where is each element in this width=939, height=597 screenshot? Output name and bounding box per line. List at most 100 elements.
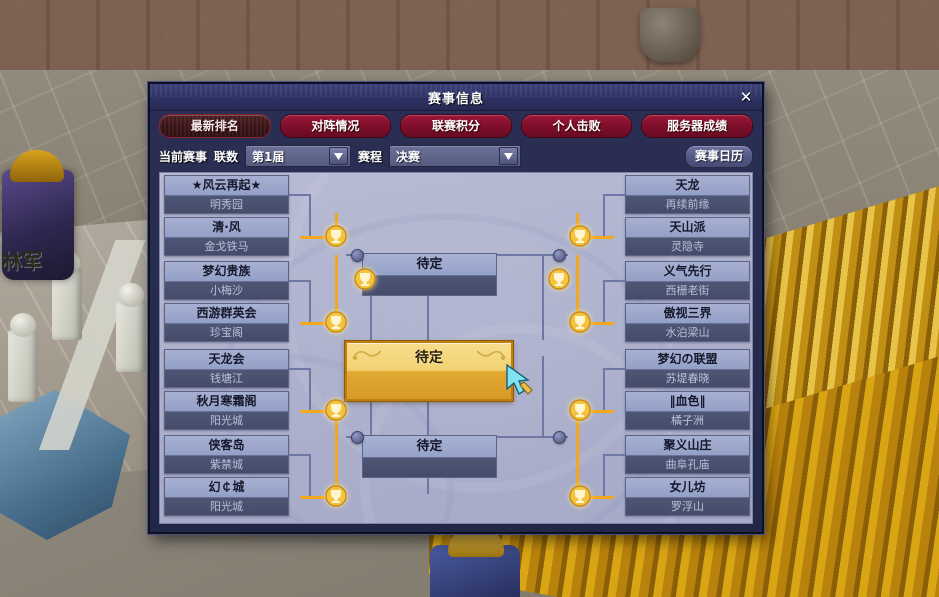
filter-bar: 当前赛事 联数 第1届 赛程 决赛 赛事日历 [150,142,762,170]
trophy-icon [354,268,376,290]
scene-label: 林军 [2,249,42,273]
team-box[interactable]: 天山派 灵隐寺 [625,217,750,256]
league-count-label: 联数 [214,149,239,164]
team-name: ‖血色‖ [626,392,749,412]
trophy-icon [325,225,347,247]
champion-box[interactable]: 待定 [345,341,513,401]
semifinal-top-box[interactable]: 待定 [362,253,497,296]
bracket-line [309,280,311,324]
team-name: 梦幻贵族 [165,262,288,282]
team-name: 天山派 [626,218,749,238]
team-server: 曲阜孔庙 [626,456,749,473]
team-name: 天龙会 [165,350,288,370]
tab-personal-defeats[interactable]: 个人击败 [520,114,633,138]
bracket-line [603,368,625,370]
current-event-label: 当前赛事 [159,149,208,164]
team-box[interactable]: 秋月寒霜阁 阳光城 [164,391,289,430]
team-server: 再续前缘 [626,196,749,213]
schedule-select[interactable]: 决赛 [389,145,522,167]
background-character [2,150,74,280]
team-box[interactable]: 天龙会 钱塘江 [164,349,289,388]
team-name: 天龙 [626,176,749,196]
team-server: 钱塘江 [165,370,288,387]
tab-matchups[interactable]: 对阵情况 [279,114,392,138]
team-box[interactable]: 西游群英会 珍宝阁 [164,303,289,342]
railing-post [8,313,38,402]
window-title: 赛事信息 [427,92,484,107]
background-urn [640,8,700,62]
bracket-line [309,368,311,412]
team-box[interactable]: 侠客岛 紫禁城 [164,435,289,474]
team-name: 义气先行 [626,262,749,282]
bracket-line [309,454,311,498]
league-select[interactable]: 第1届 [245,145,352,167]
bracket-line [309,194,311,238]
team-name: ★风云再起★ [165,176,288,196]
team-server: 紫禁城 [165,456,288,473]
bracket-node [553,431,566,444]
team-box[interactable]: 梦幻贵族 小梅沙 [164,261,289,300]
event-calendar-button[interactable]: 赛事日历 [684,144,753,168]
bracket-line [603,194,625,196]
semifinal-bottom-box[interactable]: 待定 [362,435,497,478]
team-name: 傲视三界 [626,304,749,324]
bracket-node [553,249,566,262]
team-name: 女儿坊 [626,478,749,498]
semifinal-top-label: 待定 [363,254,496,276]
team-server: 西栅老街 [626,282,749,299]
bracket-line-active [576,322,614,325]
bracket-line-active [300,496,338,499]
tournament-info-dialog: 赛事信息 ✕ 最新排名 对阵情况 联赛积分 个人击败 服务器成绩 当前赛事 联数… [148,82,764,534]
chevron-down-icon[interactable] [499,147,519,165]
bracket-line [603,454,625,456]
trophy-icon [569,485,591,507]
team-server: 金戈铁马 [165,238,288,255]
trophy-icon [569,225,591,247]
bracket-node [351,431,364,444]
team-box[interactable]: 聚义山庄 曲阜孔庙 [625,435,750,474]
tab-latest-ranking[interactable]: 最新排名 [159,114,271,138]
tab-league-points[interactable]: 联赛积分 [400,114,512,138]
semifinal-top-server [363,276,496,295]
schedule-select-value: 决赛 [396,149,421,164]
trophy-icon [325,399,347,421]
chevron-down-icon[interactable] [329,147,349,165]
tab-server-results[interactable]: 服务器成绩 [641,114,753,138]
team-box[interactable]: 义气先行 西栅老街 [625,261,750,300]
bracket-line [603,280,625,282]
team-box[interactable]: 清·风 金戈铁马 [164,217,289,256]
bracket-line-active [335,435,338,499]
team-box[interactable]: 傲视三界 水泊梁山 [625,303,750,342]
bracket-line [542,356,544,438]
team-name: 幻￠城 [165,478,288,498]
team-box[interactable]: 天龙 再续前缘 [625,175,750,214]
team-box[interactable]: 女儿坊 罗浮山 [625,477,750,516]
team-box[interactable]: ★风云再起★ 明秀园 [164,175,289,214]
trophy-icon [569,399,591,421]
league-select-value: 第1届 [252,149,285,164]
team-server: 阳光城 [165,498,288,515]
bracket-line-active [335,255,338,325]
team-box[interactable]: 梦幻の联盟 苏堤春晓 [625,349,750,388]
bracket-line [289,194,311,196]
team-server: 阳光城 [165,412,288,429]
semifinal-bottom-label: 待定 [363,436,496,458]
team-name: 清·风 [165,218,288,238]
bracket-line [603,368,605,412]
team-name: 西游群英会 [165,304,288,324]
bracket-line-active [576,496,614,499]
bracket-line [603,454,605,498]
team-box[interactable]: 幻￠城 阳光城 [164,477,289,516]
trophy-icon [548,268,570,290]
bracket-line-active [300,410,338,413]
background-wall [0,0,939,70]
bracket-line [289,280,311,282]
bracket-line [289,454,311,456]
team-server: 珍宝阁 [165,324,288,341]
team-name: 侠客岛 [165,436,288,456]
team-server: 罗浮山 [626,498,749,515]
bracket-line-active [335,410,338,438]
close-icon[interactable]: ✕ [739,88,753,106]
semifinal-bottom-server [363,458,496,477]
team-box[interactable]: ‖血色‖ 橘子洲 [625,391,750,430]
